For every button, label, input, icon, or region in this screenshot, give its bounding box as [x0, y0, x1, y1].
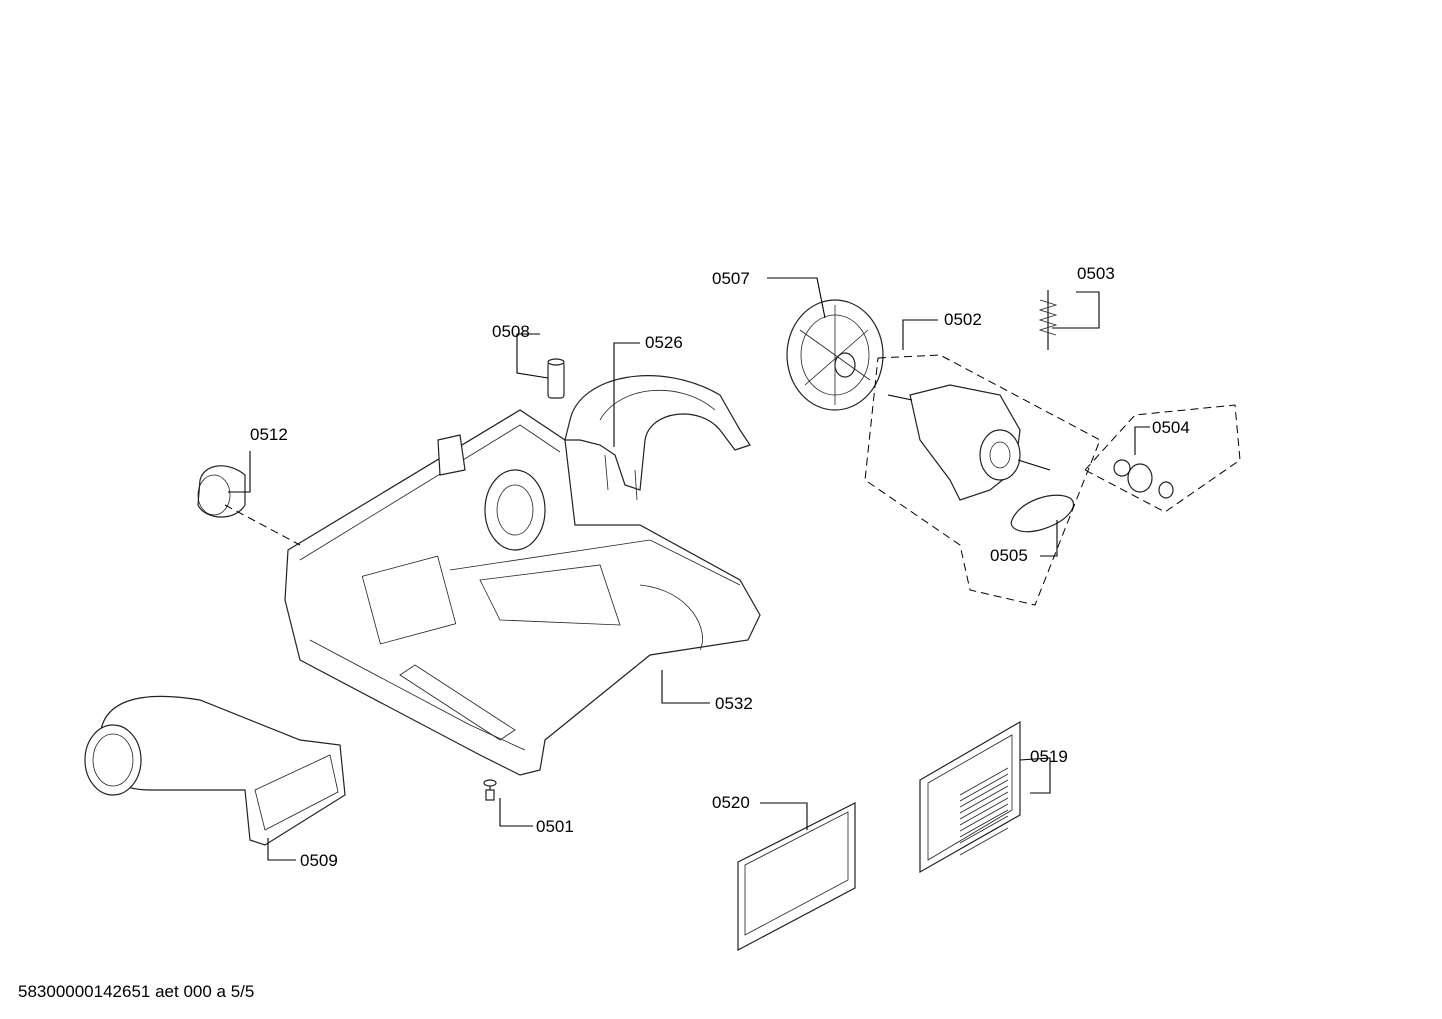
label-0503: 0503 — [1077, 264, 1115, 283]
grille-slat — [959, 773, 1009, 802]
grille-slat — [959, 815, 1009, 844]
part-0501-screw — [483, 779, 497, 801]
grille-slat — [959, 803, 1009, 832]
label-0532: 0532 — [715, 694, 753, 713]
part-0520-panel — [737, 802, 856, 951]
assembly-0504-outline — [1084, 404, 1241, 513]
label-0520: 0520 — [712, 793, 750, 812]
label-0504: 0504 — [1152, 418, 1190, 437]
part-0512-ring — [197, 465, 246, 518]
grille-slat — [959, 785, 1009, 814]
label-0509: 0509 — [300, 851, 338, 870]
part-0504-bearing-kit — [1113, 459, 1174, 499]
assembly-0502-outline — [864, 354, 1101, 606]
part-0526-arch-cover — [564, 375, 751, 501]
label-0502: 0502 — [944, 310, 982, 329]
part-0508-capacitor — [547, 358, 565, 399]
grille-slat — [959, 797, 1009, 826]
axis-0512 — [224, 504, 301, 546]
part-0507-fan-wheel — [786, 299, 884, 411]
grille-slat — [959, 779, 1009, 808]
part-0505-belt — [1010, 494, 1075, 533]
label-0512: 0512 — [250, 425, 288, 444]
part-0503-spring — [1038, 290, 1058, 350]
part-0532-base-frame — [284, 409, 761, 776]
part-0509-air-duct — [84, 695, 346, 846]
label-0501: 0501 — [536, 817, 574, 836]
label-0507: 0507 — [712, 269, 750, 288]
label-0508: 0508 — [492, 322, 530, 341]
grille-slat — [959, 809, 1009, 838]
label-0505: 0505 — [990, 546, 1028, 565]
part-0519-grille — [919, 720, 1021, 874]
leader-lines — [228, 277, 1150, 861]
part-0502-motor — [887, 384, 1051, 501]
grille-slat — [959, 767, 1009, 796]
grille-slat — [959, 791, 1009, 820]
grille-slat — [959, 821, 1009, 850]
grille-slat — [959, 827, 1009, 856]
label-0519: 0519 — [1030, 747, 1068, 766]
label-0526: 0526 — [645, 333, 683, 352]
footer-document-id: 58300000142651 aet 000 a 5/5 — [18, 982, 254, 1001]
